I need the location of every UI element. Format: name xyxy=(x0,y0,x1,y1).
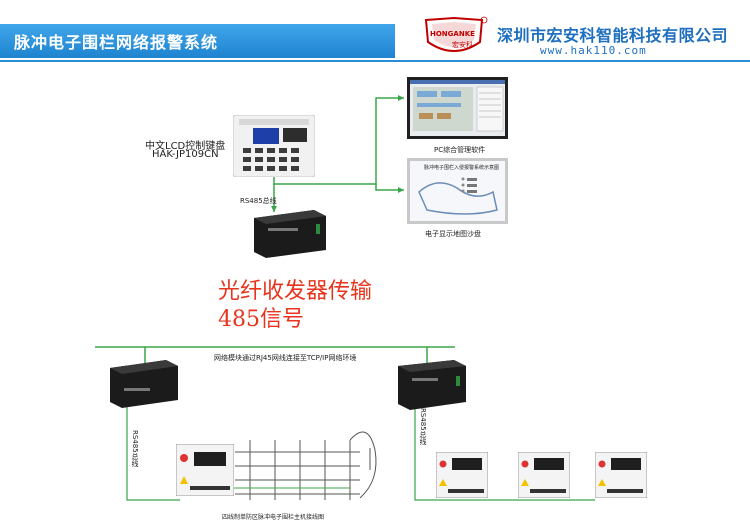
rs485-label-top: RS485总线 xyxy=(240,197,277,205)
rs485-label-right: RS485总线 xyxy=(419,408,427,445)
company-logo xyxy=(424,16,488,52)
keypad-label: 中文LCD控制键盘 xyxy=(145,141,226,152)
company-name: 深圳市宏安科智能科技有限公司 xyxy=(497,26,729,45)
line-right-rs485 xyxy=(414,400,440,501)
fence-host-right-2 xyxy=(518,452,570,498)
pc-software-label: PC综合管理软件 xyxy=(434,146,486,154)
fiber-transceiver-left xyxy=(110,360,178,408)
title-band xyxy=(0,24,395,58)
fiber-label-line1: 光纤收发器传输 xyxy=(218,279,373,304)
keypad-model: HAK-JP109CN xyxy=(152,149,219,160)
line-keypad-to-map xyxy=(375,184,404,191)
page-title: 脉冲电子围栏网络报警系统 xyxy=(14,33,219,52)
fiber-transceiver-right xyxy=(398,360,466,410)
host-wiring-caption: 四线制单防区脉冲电子围栏主机接线图 xyxy=(222,514,325,521)
fence-host-left xyxy=(176,444,234,496)
logo-chinese-text: 宏安科 xyxy=(452,41,473,49)
fence-host-right-1 xyxy=(436,452,488,498)
map-board-label: 电子显示地图沙盘 xyxy=(425,230,481,238)
logo-brand-text: HONGANKE xyxy=(430,30,475,38)
line-left-rs485 xyxy=(126,404,180,501)
fence-host-right-3 xyxy=(595,452,647,498)
lcd-keypad xyxy=(233,115,315,177)
map-board xyxy=(407,158,508,224)
company-website: www.hak110.com xyxy=(540,44,647,57)
header-divider xyxy=(0,60,750,62)
fiber-label-line2: 485信号 xyxy=(218,307,304,332)
rs485-label-left: RS485总线 xyxy=(131,430,139,467)
pc-monitor xyxy=(407,77,508,139)
fiber-transceiver-top xyxy=(254,210,326,258)
network-label: 网络模块通过RJ45网线连接至TCP/IP网络环境 xyxy=(214,354,357,362)
map-board-title: 脉冲电子围栏入侵报警系统示意图 xyxy=(424,165,500,171)
